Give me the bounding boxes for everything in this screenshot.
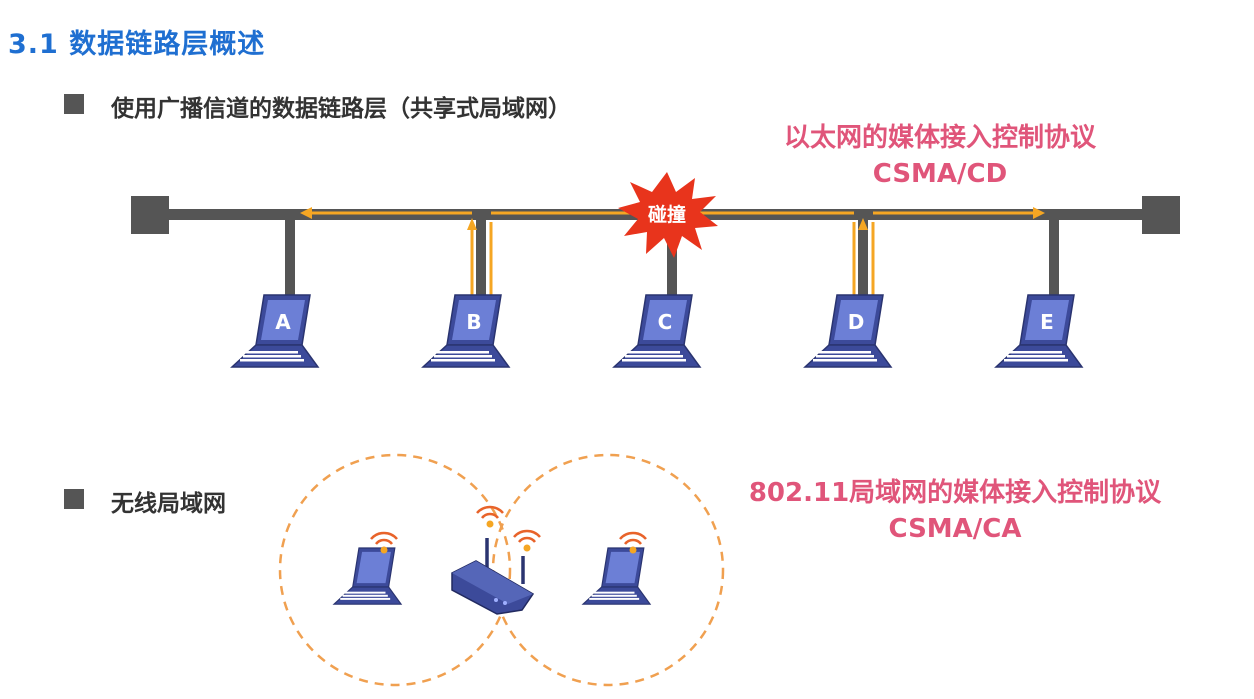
laptop-icon[interactable]: B	[422, 294, 510, 368]
drop-line-d	[858, 214, 868, 319]
host-label-b: B	[466, 310, 481, 334]
collision-label: 碰撞	[648, 203, 686, 226]
host-label-a: A	[275, 310, 291, 334]
ethernet-protocol-label: 以太网的媒体接入控制协议 CSMA/CD	[740, 120, 1140, 192]
drop-line-b	[476, 214, 486, 319]
page-title: 3.1 数据链路层概述	[8, 29, 266, 60]
drop-line-c	[667, 214, 677, 319]
collision-burst-icon	[618, 172, 718, 258]
ethernet-protocol-acronym: CSMA/CD	[872, 159, 1008, 189]
wireless-protocol-label: 802.11局域网的媒体接入控制协议 CSMA/CA	[700, 475, 1210, 547]
bus-terminator-right	[1142, 196, 1180, 234]
laptop-icon[interactable]	[333, 547, 402, 605]
wireless-router-icon[interactable]	[451, 538, 535, 615]
bullet-square	[64, 489, 84, 509]
wireless-range-left	[278, 453, 512, 687]
host-label-d: D	[848, 310, 865, 334]
laptop-icon[interactable]: A	[231, 294, 319, 368]
section-label-broadcast: 使用广播信道的数据链路层（共享式局域网）	[111, 96, 571, 122]
wifi-signal-icon	[512, 529, 542, 553]
laptop-icon[interactable]: C	[613, 294, 701, 368]
wifi-signal-icon	[475, 505, 505, 529]
wireless-protocol-acronym: CSMA/CA	[888, 514, 1022, 544]
laptop-icon[interactable]	[582, 547, 651, 605]
drop-line-a	[285, 214, 295, 319]
drop-line-e	[1049, 214, 1059, 319]
laptop-icon[interactable]: D	[804, 294, 892, 368]
laptop-icon[interactable]: E	[995, 294, 1083, 368]
bus-terminator-left	[131, 196, 169, 234]
section-label-wireless: 无线局域网	[111, 491, 226, 517]
host-label-e: E	[1040, 310, 1054, 334]
wireless-protocol-name: 802.11局域网的媒体接入控制协议	[748, 478, 1162, 508]
ethernet-protocol-name: 以太网的媒体接入控制协议	[783, 123, 1096, 153]
host-label-c: C	[658, 310, 673, 334]
bullet-square	[64, 94, 84, 114]
